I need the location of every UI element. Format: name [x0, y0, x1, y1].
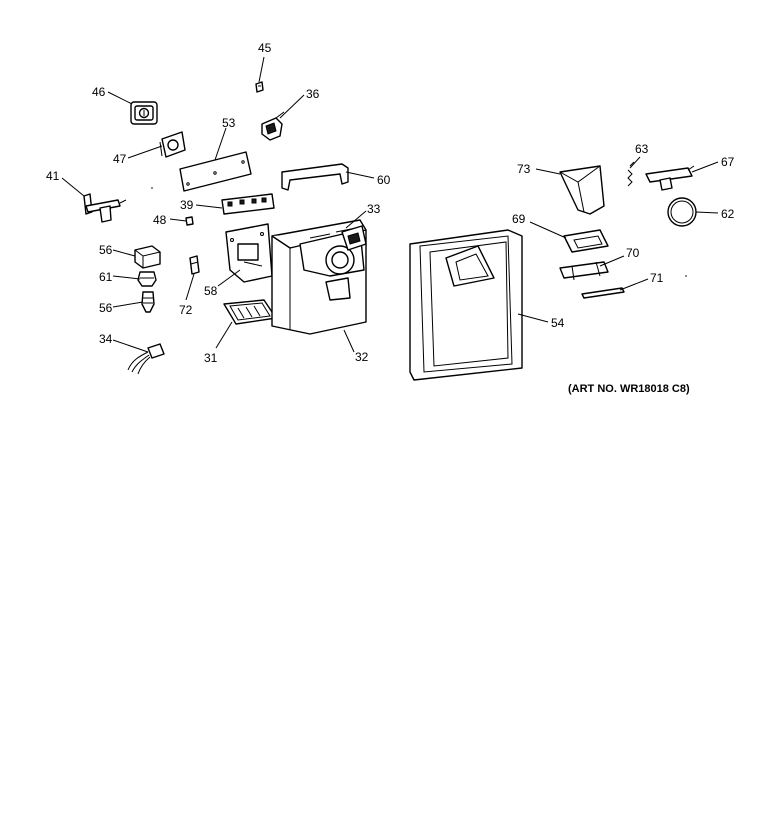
part-71-rod — [581, 287, 625, 299]
callout-69: 69 — [512, 212, 526, 226]
part-36-solenoid — [261, 111, 285, 141]
leader-lines — [61, 56, 719, 353]
callout-31: 31 — [204, 351, 218, 365]
part-63-spring — [627, 161, 635, 187]
callout-60: 60 — [377, 173, 391, 187]
part-33-ice-chute — [341, 225, 367, 251]
callout-48: 48 — [153, 213, 167, 227]
callout-54: 54 — [551, 316, 565, 330]
art-number-caption: (ART NO. WR18018 C8) — [568, 383, 690, 395]
part-46-switch — [130, 101, 158, 125]
part-56-connector-upper — [134, 245, 161, 269]
callout-45: 45 — [258, 41, 272, 55]
callout-62: 62 — [721, 207, 735, 221]
callout-53: 53 — [222, 116, 236, 130]
callout-72: 72 — [179, 303, 193, 317]
callout-34: 34 — [99, 332, 113, 346]
callout-56-upper: 56 — [99, 243, 113, 257]
callout-36: 36 — [306, 87, 320, 101]
callout-56-lower: 56 — [99, 301, 113, 315]
part-73-funnel — [559, 165, 605, 215]
callout-63: 63 — [635, 142, 649, 156]
callout-67: 67 — [721, 155, 735, 169]
part-53-cover-plate — [179, 151, 252, 192]
part-67-bracket — [645, 165, 695, 191]
part-62-ring — [667, 197, 697, 227]
part-54-front-panel — [409, 229, 523, 381]
reference-dots — [151, 187, 687, 277]
part-69-paddle — [563, 229, 609, 253]
part-45-clip — [255, 81, 264, 93]
callout-33: 33 — [367, 202, 381, 216]
callout-58: 58 — [204, 284, 218, 298]
part-47-bracket — [159, 131, 186, 158]
part-61-socket — [137, 271, 157, 287]
part-39-board — [221, 193, 275, 215]
part-34-wire-harness — [127, 343, 165, 375]
part-60-lever — [281, 163, 349, 191]
part-58-bracket — [225, 223, 273, 283]
part-48-fastener — [185, 216, 194, 226]
part-70-lever-arm — [559, 261, 609, 281]
callout-70: 70 — [626, 246, 640, 260]
part-72-clip — [189, 255, 200, 275]
callout-labels: 45 46 36 53 47 41 60 39 33 48 56 61 56 7… — [46, 41, 735, 365]
callout-32: 32 — [355, 350, 369, 364]
part-31-drip-tray — [223, 299, 277, 325]
callout-71: 71 — [650, 271, 664, 285]
callout-41: 41 — [46, 169, 60, 183]
callout-47: 47 — [113, 152, 127, 166]
callout-61: 61 — [99, 270, 113, 284]
callout-46: 46 — [92, 85, 106, 99]
callout-39: 39 — [180, 198, 194, 212]
part-56-bulb-lower — [141, 291, 155, 313]
callout-73: 73 — [517, 162, 531, 176]
part-41-hinge — [83, 193, 127, 223]
